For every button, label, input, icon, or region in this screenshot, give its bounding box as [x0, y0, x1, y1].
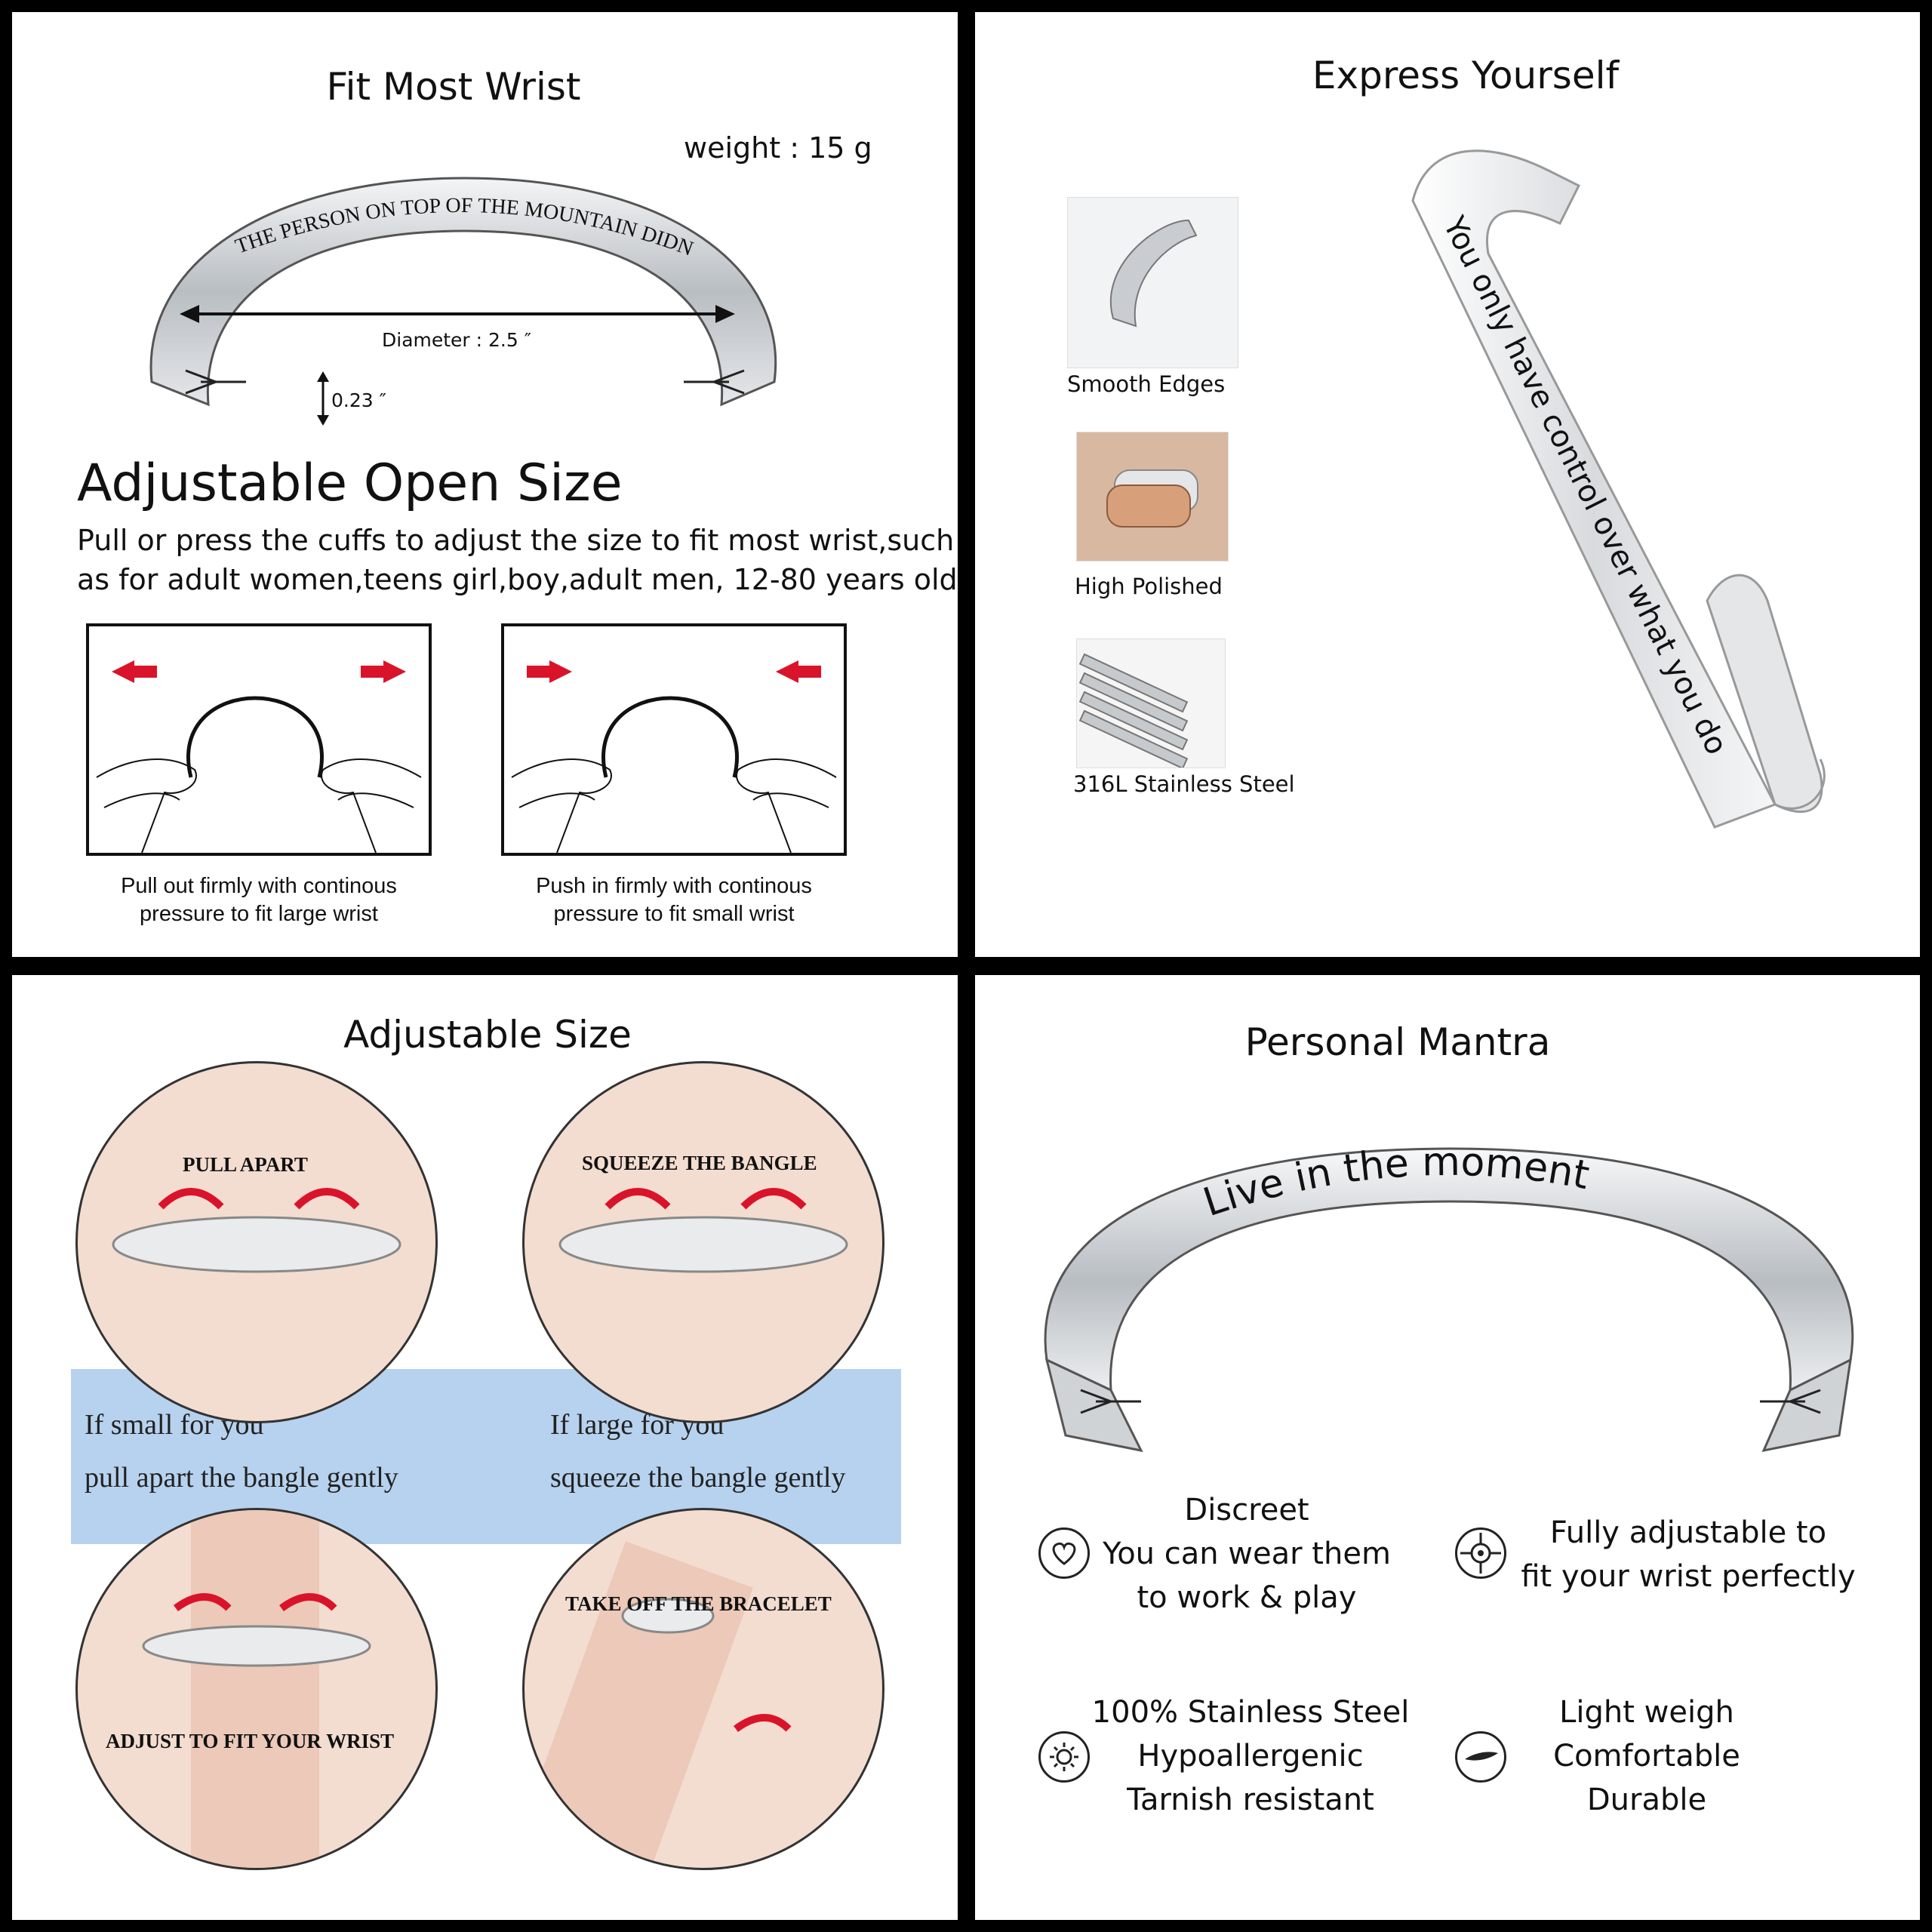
photo-squeeze: [522, 1061, 884, 1423]
pull-out-diagram: [86, 623, 432, 856]
panel-title: Personal Mantra: [1244, 1020, 1551, 1064]
caption-squeeze: SQUEEZE THE BANGLE: [582, 1152, 817, 1174]
photo-pull-apart: [75, 1061, 438, 1423]
large-bangle-image: You only have control over what you do: [1411, 149, 1826, 829]
description-line-1: Pull or press the cuffs to adjust the si…: [77, 524, 955, 557]
panel-title: Adjustable Size: [343, 1013, 632, 1057]
panel-personal-mantra: Personal Mantra Live in the moment Discr…: [975, 975, 1920, 1920]
right-instruction-2: squeeze the bangle gently: [550, 1462, 846, 1494]
feather-icon: [1455, 1731, 1506, 1783]
weight-label: weight : 15 g: [684, 131, 872, 165]
sun-icon: [1038, 1731, 1090, 1783]
photo-take-off: [522, 1508, 884, 1870]
diameter-label: Diameter : 2.5 ″: [382, 329, 532, 351]
mantra-bangle-image: Live in the moment: [1044, 1140, 1854, 1453]
panel-title: Fit Most Wrist: [326, 65, 581, 109]
thumb-smooth-edges: [1067, 197, 1238, 368]
caption-high-polished: High Polished: [1075, 574, 1223, 599]
engraving-text: You only have control over what you do: [1436, 211, 1734, 760]
section-heading: Adjustable Open Size: [77, 454, 623, 513]
panel-fit-most-wrist: Fit Most Wrist weight : 15 g THE PERSON …: [12, 12, 958, 957]
caption-smooth-edges: Smooth Edges: [1067, 371, 1226, 397]
caption-stainless-steel: 316L Stainless Steel: [1073, 771, 1295, 797]
width-label: 0.23 ″: [331, 389, 386, 411]
panel-title: Express Yourself: [1312, 54, 1620, 97]
crosshair-icon: [1455, 1527, 1506, 1579]
push-in-illustration: [511, 660, 837, 854]
thumb-high-polished: [1076, 432, 1229, 561]
panel-express-yourself: Express Yourself Smooth Edges High Polis…: [975, 12, 1920, 957]
panel-adjustable-size: Adjustable Size If small for you pull ap…: [12, 975, 958, 1920]
heart-icon: [1038, 1527, 1090, 1579]
caption-pull-apart: PULL APART: [183, 1153, 308, 1176]
bangle-diagram: THE PERSON ON TOP OF THE MOUNTAIN DIDN'T…: [125, 155, 777, 426]
description-line-2: as for adult women,teens girl,boy,adult …: [77, 563, 958, 596]
thumb-stainless-steel: [1076, 638, 1226, 770]
pull-out-illustration: [96, 660, 422, 854]
caption-adjust-wrist: ADJUST TO FIT YOUR WRIST: [106, 1730, 395, 1752]
push-in-diagram: [501, 623, 847, 856]
left-instruction-2: pull apart the bangle gently: [85, 1462, 398, 1494]
photo-adjust-wrist: [75, 1508, 438, 1870]
caption-take-off: TAKE OFF THE BRACELET: [565, 1592, 832, 1615]
